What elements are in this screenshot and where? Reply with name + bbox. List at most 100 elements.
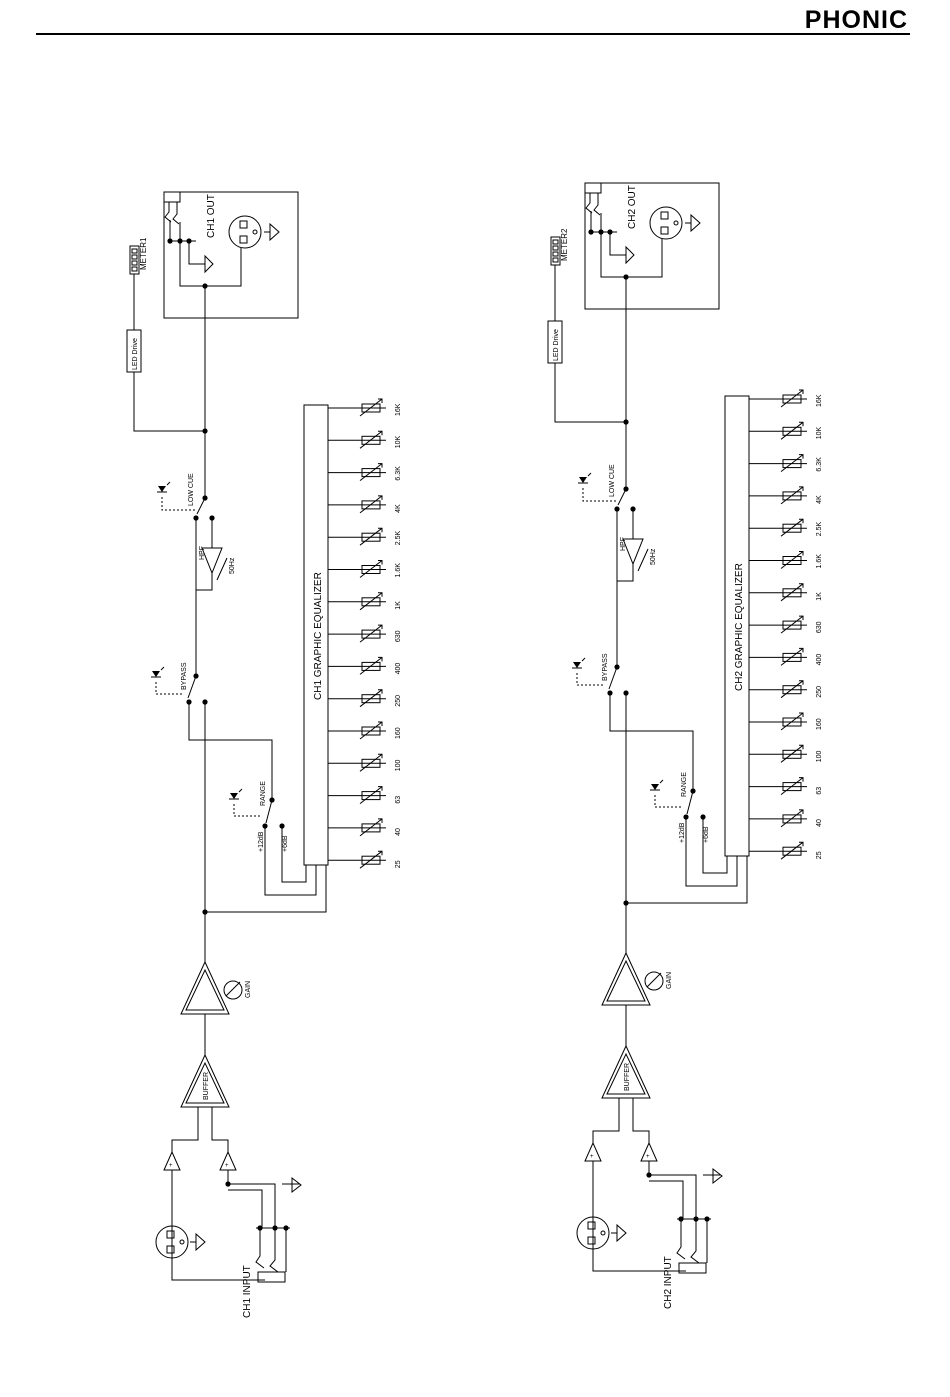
hpf-amp	[201, 547, 223, 575]
eq-block	[303, 404, 329, 866]
bypass-label: BYPASS	[181, 662, 188, 690]
meter-segment	[552, 245, 559, 251]
range-switch	[265, 799, 273, 824]
eq-band-resistor	[782, 749, 802, 759]
eq-band-wiper	[780, 712, 804, 731]
xlr-pin	[252, 229, 258, 235]
eq-band-label-1.6K: 1.6K	[395, 563, 402, 578]
eq-band-wiper	[780, 454, 804, 472]
eq-band-wiper	[378, 463, 383, 468]
led-icon	[573, 662, 581, 668]
wire	[600, 232, 663, 278]
led-icon	[587, 472, 592, 477]
brand-logo: PHONIC	[804, 6, 908, 34]
wire	[609, 693, 694, 791]
eq-band-label-630: 630	[395, 630, 402, 642]
eq-band-resistor	[361, 661, 381, 671]
junction-dot	[646, 1172, 652, 1178]
eq-band-resistor	[361, 403, 381, 413]
eq-band-wiper	[780, 421, 804, 440]
gain-label: GAIN	[245, 981, 252, 998]
eq-band-wiper	[780, 744, 804, 763]
eq-band-wiper	[780, 809, 804, 828]
bypass-switch	[608, 666, 618, 690]
eq-band-wiper	[799, 647, 804, 653]
eq-band-wiper	[780, 648, 804, 666]
eq-band-wiper	[799, 841, 804, 847]
eq-band-resistor	[782, 394, 802, 404]
xlr-pin	[166, 1245, 175, 1254]
led-icon	[166, 481, 171, 486]
wire	[626, 856, 748, 904]
eq-band-resistor	[782, 846, 802, 856]
eq-band-label-1K: 1K	[395, 601, 402, 610]
eq-band-wiper	[378, 624, 383, 630]
eq-band-resistor	[782, 685, 802, 695]
eq-band-resistor	[361, 532, 381, 542]
jack-tip	[676, 1219, 686, 1260]
jack-ring	[690, 1219, 700, 1264]
meter-label: METER2	[560, 228, 569, 261]
jack-body	[584, 182, 602, 194]
led-icon	[160, 666, 165, 671]
hpf-amp	[622, 538, 644, 566]
eq-band-wiper	[378, 398, 383, 403]
eq-band-wiper	[780, 389, 804, 408]
eq-band-label-100: 100	[816, 751, 823, 763]
hpf-freq-label: 50Hz	[229, 557, 236, 574]
output-label: CH1 OUT	[206, 194, 217, 238]
bypass-label: BYPASS	[602, 653, 609, 681]
hpf-label: HPF	[620, 537, 627, 551]
eq-band-label-250: 250	[395, 695, 402, 707]
eq-band-label-25: 25	[395, 860, 402, 868]
wire	[196, 573, 213, 591]
eq-band-label-160: 160	[395, 727, 402, 739]
wire	[582, 488, 618, 502]
eq-band-resistor	[361, 565, 381, 574]
wire	[227, 1170, 276, 1228]
eq-band-resistor	[782, 620, 802, 630]
meter-segment	[131, 266, 138, 272]
eq-band-label-10K: 10K	[816, 427, 823, 440]
eq-band-wiper	[799, 744, 804, 750]
input-label: CH1 INPUT	[242, 1265, 253, 1318]
meter-segment	[131, 260, 138, 266]
junction-dot	[225, 1181, 231, 1187]
eq-band-wiper	[378, 721, 383, 726]
eq-band-wiper	[799, 615, 804, 621]
eq-band-wiper	[799, 583, 804, 588]
plus-sign: +	[590, 1154, 594, 1160]
eq-band-wiper	[378, 592, 383, 597]
wire	[155, 682, 182, 695]
wire	[685, 817, 738, 887]
eq-band-label-250: 250	[816, 686, 823, 698]
eq-band-label-16K: 16K	[816, 394, 823, 407]
eq-band-resistor	[782, 652, 802, 662]
eq-band-wiper	[378, 560, 383, 565]
eq-band-wiper	[799, 389, 804, 394]
gain-amp-inner	[185, 968, 225, 1011]
eq-band-resistor	[361, 597, 381, 607]
eq-band-resistor	[361, 758, 381, 768]
range-12-label: +12dB	[679, 822, 686, 843]
gain-amp-inner	[606, 959, 646, 1002]
jack-ring	[593, 193, 601, 216]
led-icon	[152, 671, 160, 677]
xlr-pin	[660, 211, 669, 220]
meter-segment	[131, 248, 138, 254]
jack-tip	[255, 1228, 265, 1269]
ground-symbol	[712, 1167, 723, 1185]
wire	[171, 1170, 265, 1281]
eq-band-wiper	[799, 454, 804, 459]
eq-title: CH2 GRAPHIC EQUALIZER	[734, 563, 745, 691]
eq-band-wiper	[780, 777, 804, 795]
wire	[188, 702, 273, 800]
eq-band-wiper	[799, 777, 804, 782]
led-drive-label: LED Drive	[553, 329, 560, 361]
wire	[205, 865, 327, 913]
buffer-amp	[601, 1044, 651, 1099]
eq-band-label-4K: 4K	[816, 495, 823, 504]
wire	[632, 1098, 650, 1143]
eq-title: CH1 GRAPHIC EQUALIZER	[313, 572, 324, 700]
